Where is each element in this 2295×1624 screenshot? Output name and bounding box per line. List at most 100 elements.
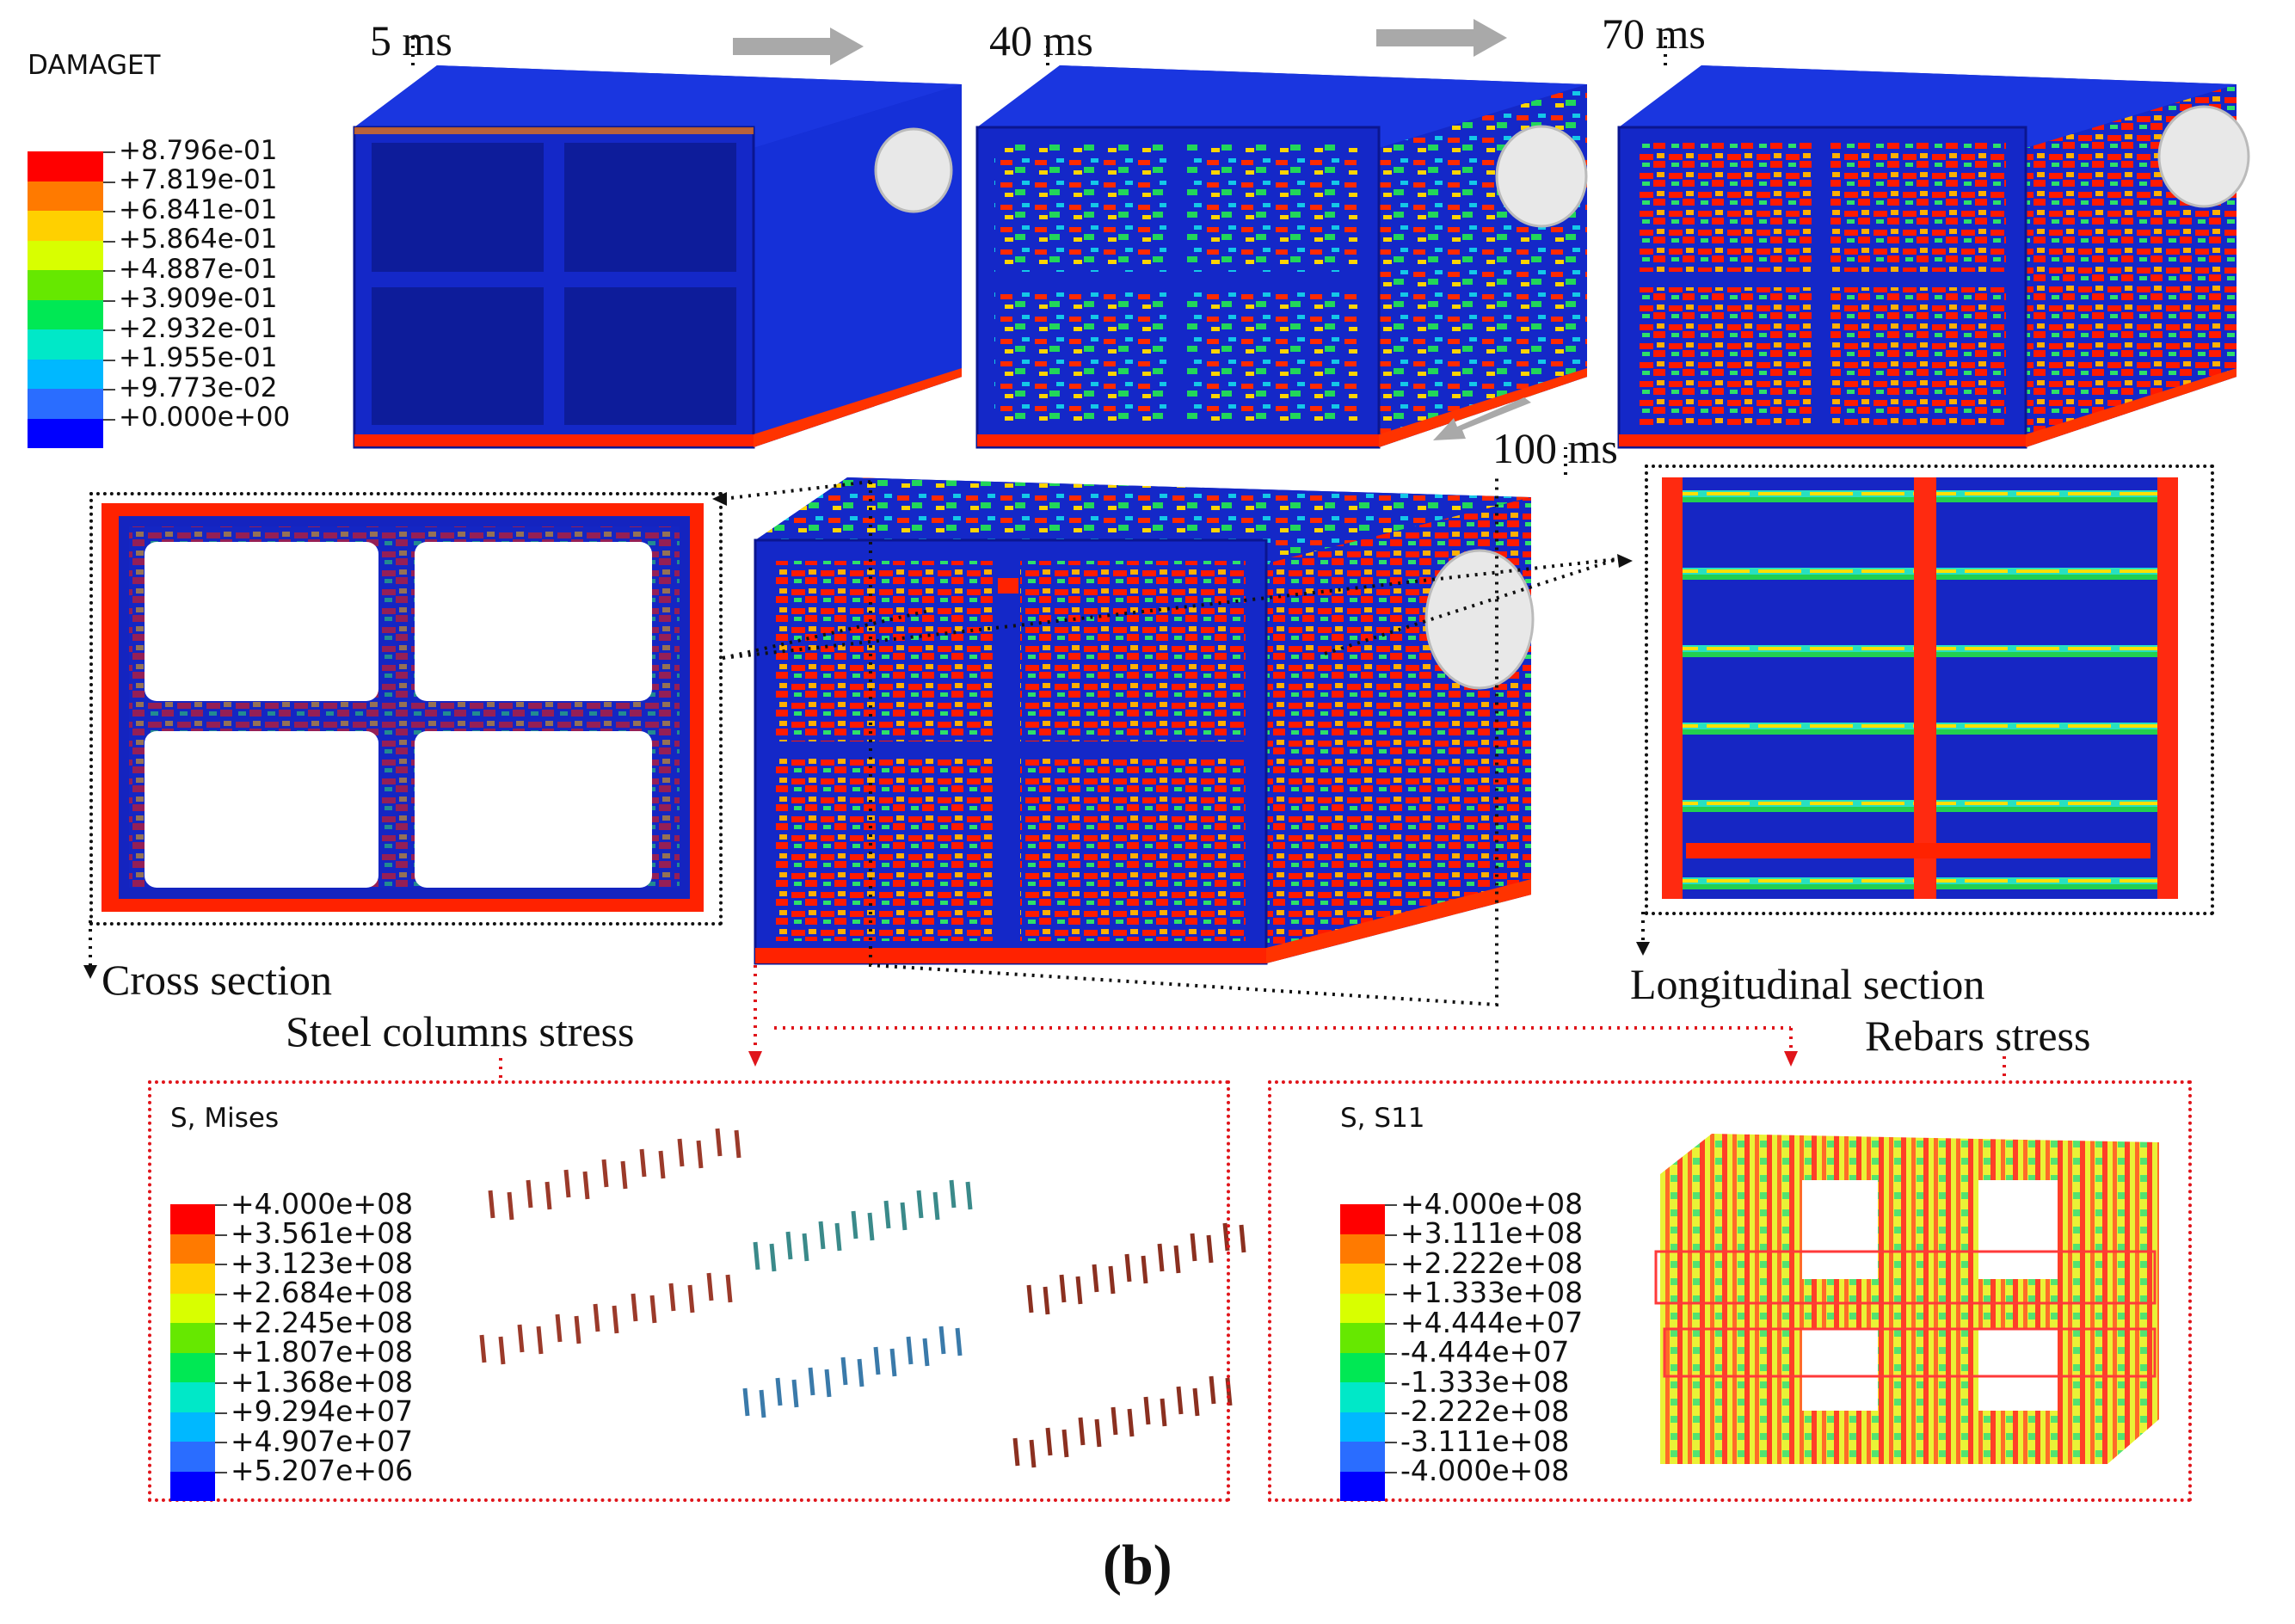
steel-column-glyph <box>1173 1245 1181 1274</box>
steel-column-glyph <box>631 1293 638 1322</box>
legend-swatch <box>1340 1352 1385 1382</box>
steel-column-glyph <box>1192 1387 1200 1417</box>
longitudinal-section-frame <box>1645 464 2214 915</box>
steel-column-glyph <box>715 1128 723 1157</box>
legend-value: +4.000e+08 <box>231 1186 414 1221</box>
steel-column-glyph <box>612 1305 619 1334</box>
rebar-cage-plot <box>1654 1134 2159 1464</box>
legend-value: -4.000e+08 <box>1400 1454 1570 1488</box>
legend-swatch <box>1340 1323 1385 1353</box>
legend-swatch <box>28 329 103 360</box>
legend-swatch <box>1340 1293 1385 1323</box>
stress-connectors <box>499 965 2006 1082</box>
steel-column-glyph <box>889 1348 897 1377</box>
steel-column-glyph <box>725 1274 733 1303</box>
steel-column-glyph <box>808 1367 815 1396</box>
legend-swatch <box>1340 1264 1385 1294</box>
legend-swatch <box>28 299 103 329</box>
legend-value: +1.955e-01 <box>119 342 278 374</box>
legend-swatch <box>170 1323 215 1353</box>
legend-value: +9.773e-02 <box>119 372 278 403</box>
steel-column-glyph <box>824 1369 832 1398</box>
legend-tick <box>103 299 115 302</box>
steel-column-glyph <box>734 1129 741 1159</box>
model-70ms <box>1617 65 2250 449</box>
legend-swatch <box>1340 1233 1385 1264</box>
steel-column-glyph <box>873 1346 881 1375</box>
time-arrows <box>733 19 1531 440</box>
steel-column-glyph <box>1029 1439 1037 1468</box>
legend-tick <box>1385 1264 1397 1265</box>
model-100ms <box>754 477 1535 965</box>
legend-tick <box>215 1412 227 1414</box>
legend-swatch <box>28 151 103 181</box>
legend-swatch <box>28 211 103 241</box>
steel-column-glyph <box>1124 1253 1132 1283</box>
legend-swatch <box>28 181 103 211</box>
steel-column-glyph <box>1026 1284 1034 1313</box>
steel-column-glyph <box>1111 1406 1118 1436</box>
legend-swatch <box>28 270 103 300</box>
steel-column-glyph <box>791 1379 799 1408</box>
steel-column-glyph <box>769 1243 777 1272</box>
steel-columns-plot <box>479 1128 1246 1468</box>
steel-column-glyph <box>1209 1375 1216 1405</box>
legend-swatch <box>1340 1442 1385 1472</box>
legend-value: +2.245e+08 <box>231 1305 414 1339</box>
legend-tick <box>215 1293 227 1295</box>
legend-value: +4.000e+08 <box>1400 1186 1584 1221</box>
model-5ms <box>353 65 962 449</box>
steel-column-glyph <box>1127 1408 1135 1437</box>
legend-swatch <box>170 1412 215 1442</box>
steel-column-glyph <box>498 1336 506 1365</box>
steel-column-glyph <box>1045 1427 1053 1456</box>
legend-tick <box>1385 1352 1397 1355</box>
legend-tick <box>103 329 115 331</box>
steel-column-glyph <box>922 1338 930 1367</box>
legend-tick <box>103 211 115 212</box>
legend-value: +2.222e+08 <box>1400 1246 1584 1280</box>
legend-tick <box>215 1382 227 1384</box>
legend-tick <box>103 389 115 391</box>
steel-column-glyph <box>949 1179 957 1209</box>
legend-value: -1.333e+08 <box>1400 1364 1570 1399</box>
legend-tick <box>1385 1233 1397 1236</box>
steel-column-glyph <box>545 1181 552 1210</box>
legend-value: +0.000e+00 <box>119 402 291 434</box>
s11-legend: S, S11 +4.000e+08+3.111e+08+2.222e+08+1.… <box>1340 1103 1650 1501</box>
steel-column-glyph <box>677 1138 685 1167</box>
legend-swatch <box>28 240 103 270</box>
legend-tick <box>103 359 115 361</box>
steel-column-glyph <box>593 1303 600 1332</box>
steel-column-glyph <box>706 1272 714 1301</box>
legend-value: +9.294e+07 <box>231 1394 414 1429</box>
legend-value: +1.368e+08 <box>231 1364 414 1399</box>
mises-legend-title: S, Mises <box>170 1103 280 1134</box>
legend-tick <box>103 418 115 421</box>
steel-column-glyph <box>479 1334 487 1363</box>
steel-column-glyph <box>955 1327 963 1356</box>
legend-value: +5.864e-01 <box>119 224 278 255</box>
legend-value: +3.561e+08 <box>231 1216 414 1251</box>
legend-value: +4.907e+07 <box>231 1424 414 1458</box>
steel-column-glyph <box>857 1358 864 1387</box>
steel-column-glyph <box>1160 1398 1167 1427</box>
legend-value: +7.819e-01 <box>119 164 278 196</box>
steel-column-glyph <box>1190 1233 1197 1262</box>
steel-column-glyph <box>834 1222 842 1252</box>
legend-swatch <box>1340 1412 1385 1442</box>
cross-section-view <box>102 503 704 912</box>
steel-column-glyph <box>916 1190 924 1219</box>
steel-column-glyph <box>867 1212 875 1241</box>
legend-swatch <box>28 389 103 419</box>
legend-tick <box>1385 1412 1397 1414</box>
legend-swatch <box>170 1204 215 1234</box>
model-40ms <box>975 65 1588 449</box>
steel-column-glyph <box>742 1387 750 1417</box>
steel-column-glyph <box>649 1295 657 1324</box>
steel-column-glyph <box>1206 1234 1214 1264</box>
steel-column-glyph <box>785 1231 793 1260</box>
longitudinal-section-label: Longitudinal section <box>1630 960 1985 1008</box>
steel-column-glyph <box>488 1190 495 1219</box>
